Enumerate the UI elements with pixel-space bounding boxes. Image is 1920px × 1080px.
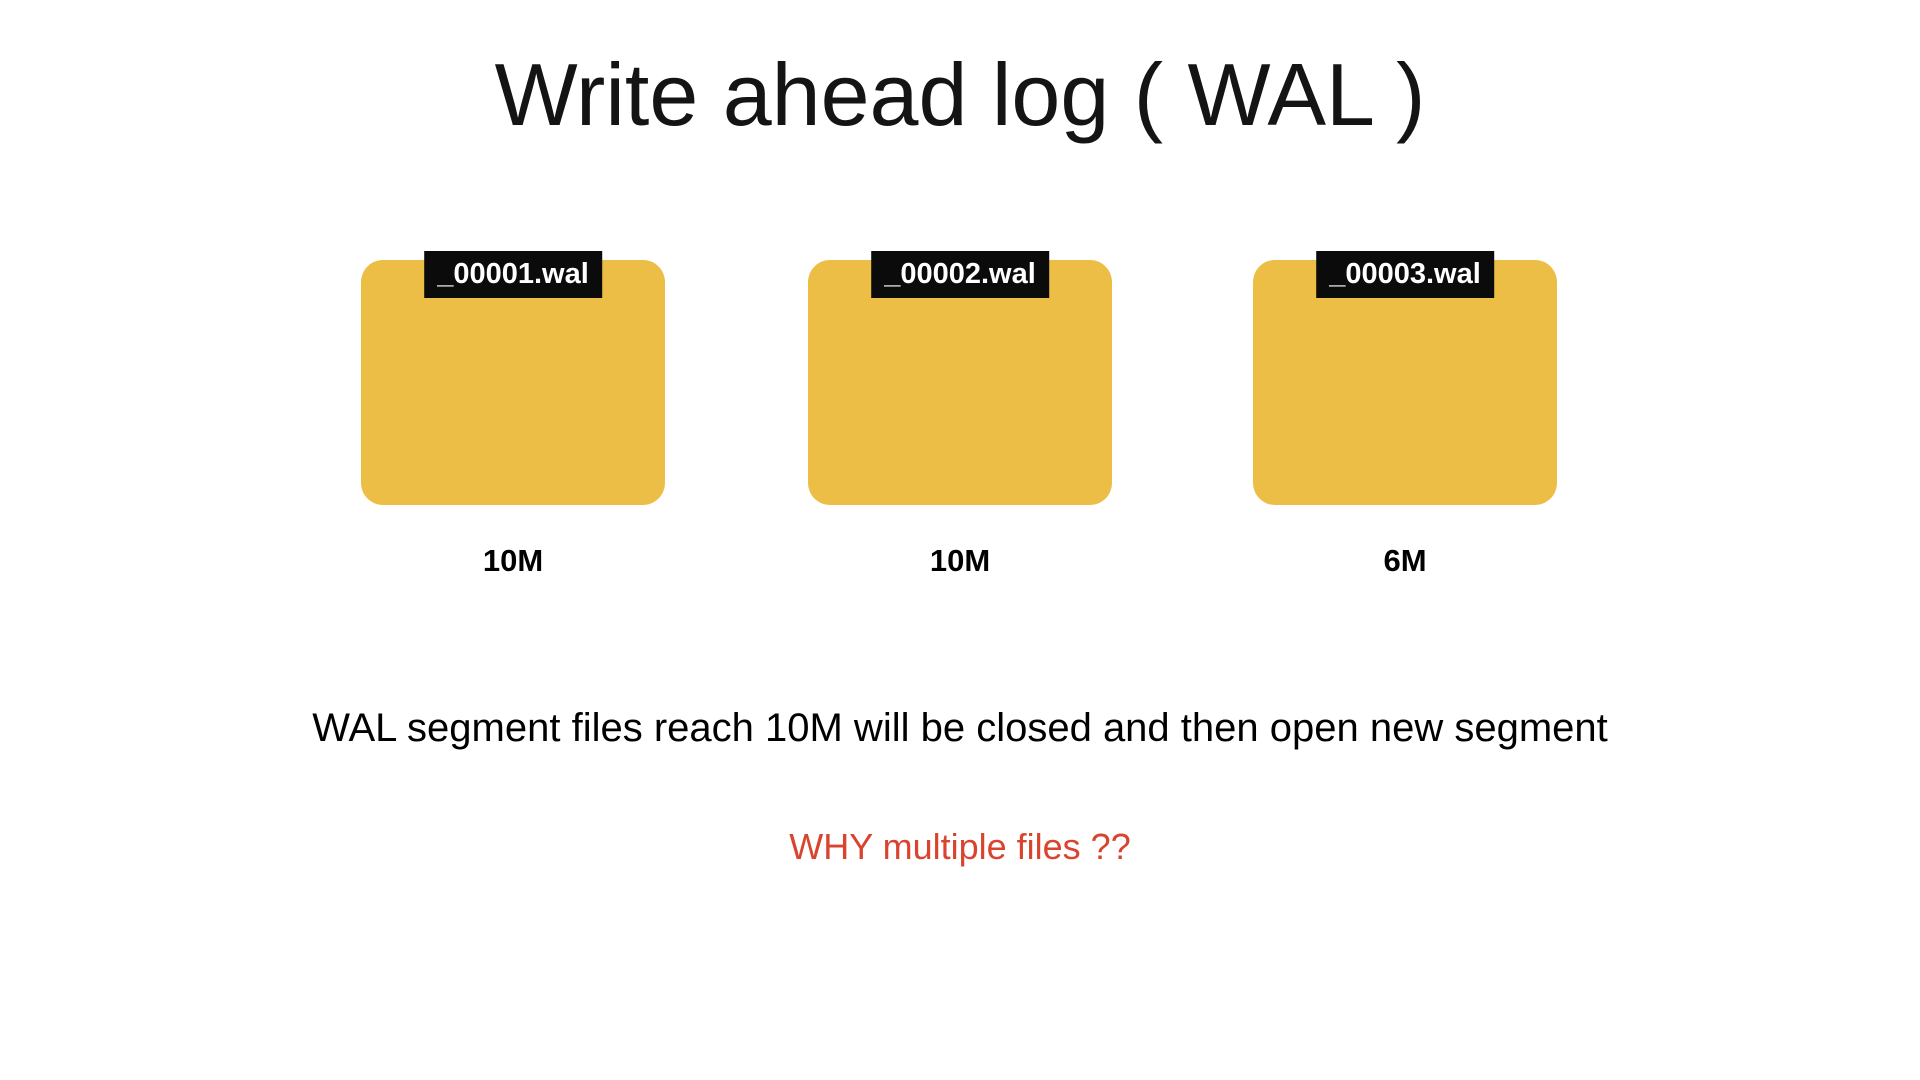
wal-file-box	[361, 260, 665, 505]
wal-segment-1: _00001.wal 10M	[361, 251, 665, 591]
wal-segment-3: _00003.wal 6M	[1253, 251, 1557, 591]
question-text: WHY multiple files ??	[789, 826, 1131, 867]
caption-text: WAL segment files reach 10M will be clos…	[312, 706, 1608, 750]
wal-file-box	[808, 260, 1112, 505]
wal-file-size: 10M	[482, 543, 544, 578]
wal-segment-2: _00002.wal 10M	[808, 251, 1112, 591]
wal-file-size: 10M	[929, 543, 991, 578]
wal-file-name-tag: _00002.wal	[871, 251, 1049, 298]
slide-title: Write ahead log ( WAL )	[494, 45, 1426, 144]
wal-file-size: 6M	[1383, 543, 1427, 578]
wal-file-box	[1253, 260, 1557, 505]
wal-file-name-tag: _00001.wal	[424, 251, 602, 298]
wal-file-name-tag: _00003.wal	[1316, 251, 1494, 298]
